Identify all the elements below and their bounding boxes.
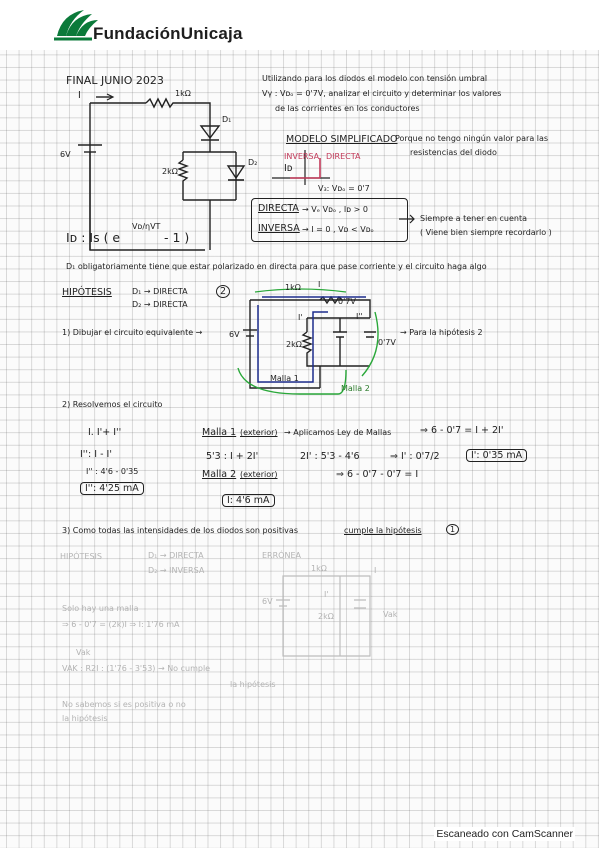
conditions-box	[251, 198, 408, 242]
faint-line-2: ⇒ 6 - 0'7 = (2k)I ⇒ I: 1'76 mA	[62, 620, 180, 629]
faint-line-5: la hipótesis	[230, 680, 276, 689]
model-inversa-label: INVERSA	[284, 152, 320, 161]
d1-label: D₁	[222, 115, 232, 124]
faint-source: 6V	[262, 597, 273, 606]
faint-r1: 1kΩ	[311, 564, 327, 573]
source-label: 6V	[60, 150, 71, 159]
step1-v1: 0'7V	[338, 297, 356, 306]
step3-number: 1	[446, 524, 460, 535]
step1-text: 1) Dibujar el circuito equivalente →	[62, 328, 203, 337]
step2-result-I: I: 4'6 mA	[222, 494, 275, 507]
faint-d2: D₂ → INVERSA	[148, 566, 205, 575]
brand-name: FundaciónUnicaja	[93, 24, 243, 43]
model-axis-label: Iᴅ	[284, 163, 293, 174]
hypothesis-number: 2	[216, 285, 231, 298]
faint-vak: Vak	[383, 610, 398, 619]
faint-erronea: ERRÓNEA	[262, 551, 301, 560]
model-note-2: resistencias del diodo	[410, 148, 497, 157]
intro-line-2: Vγ : Vᴅₒ = 0'7V, analizar el circuito y …	[262, 89, 502, 98]
hypothesis-d2: D₂ → DIRECTA	[132, 300, 188, 309]
step2-malla2: Malla 2	[202, 469, 237, 480]
step1-v2: 0'7V	[378, 338, 396, 347]
inversa-condition: → I = 0 , Vᴅ < Vᴅₒ	[302, 225, 374, 234]
step1-malla1: Malla 1	[270, 374, 299, 383]
faint-hypothesis: HIPÓTESIS	[60, 552, 102, 561]
step3-text: 3) Como todas las intensidades de los di…	[62, 526, 298, 535]
conditions-note-2: ( Viene bien siempre recordarlo )	[420, 228, 552, 237]
intro-line-3: de las corrientes en los conductores	[275, 104, 420, 113]
faint-i: I	[374, 566, 377, 575]
d1-statement: D₁ obligatoriamente tiene que estar pola…	[66, 262, 487, 271]
directa-label: DIRECTA	[258, 203, 299, 214]
hypothesis-d1: D₁ → DIRECTA	[132, 287, 188, 296]
d2-label: D₂	[248, 158, 258, 167]
conditions-note-1: Siempre a tener en cuenta	[420, 214, 528, 223]
step2-eq3: I'' : 4'6 - 0'35	[86, 467, 139, 476]
step2-eq5: 5'3 : I + 2I'	[206, 451, 259, 462]
current-label-I: I	[78, 90, 81, 101]
model-directa-label: DIRECTA	[326, 152, 361, 161]
model-threshold-label: V₃: Vᴅₒ = 0'7	[318, 184, 370, 193]
step2-result-Ipp: I'': 4'25 mA	[80, 482, 144, 495]
faint-line-7: la hipótesis	[62, 714, 108, 723]
diode-formula-end: - 1 )	[164, 230, 190, 245]
step2-eq6: 2I' : 5'3 - 4'6	[300, 451, 360, 462]
step3-cumple: cumple la hipótesis	[344, 526, 422, 535]
step1-malla2: Malla 2	[341, 384, 370, 393]
r2-label: 2kΩ	[162, 167, 178, 176]
step2-eq7: ⇒ I' : 0'7/2	[390, 451, 440, 462]
diode-formula-exponent: Vᴅ/ηVT	[132, 222, 161, 231]
hypothesis-label: HIPÓTESIS	[62, 287, 112, 298]
faint-line-1: Solo hay una malla	[62, 604, 139, 613]
unicaja-logo-icon	[54, 10, 98, 41]
step1-source: 6V	[229, 330, 240, 339]
model-note-1: Porque no tengo ningún valor para las	[395, 134, 549, 143]
step1-r2: 2kΩ	[286, 340, 302, 349]
intro-line-1: Utilizando para los diodos el modelo con…	[262, 74, 488, 83]
model-label: MODELO SIMPLIFICADO	[286, 134, 398, 145]
exam-title: FINAL JUNIO 2023	[66, 74, 164, 87]
faint-r2: 2kΩ	[318, 612, 334, 621]
step2-malla1: Malla 1	[202, 427, 237, 438]
step2-eq8: ⇒ 6 - 0'7 - 0'7 = I	[336, 469, 419, 480]
step2-title: 2) Resolvemos el circuito	[62, 400, 163, 409]
step1-after: → Para la hipótesis 2	[400, 328, 483, 337]
step1-current-I: I	[318, 280, 321, 289]
step2-result-Ip: I': 0'35 mA	[466, 449, 528, 462]
step2-apply: → Aplicamos Ley de Mallas	[284, 428, 392, 437]
step1-r1: 1kΩ	[285, 283, 301, 292]
diode-formula: Iᴅ : Is ( e	[66, 230, 121, 245]
faint-line-6: No sabemos si es positiva o no	[62, 700, 186, 709]
faint-line-3: Vak	[76, 648, 91, 657]
step2-eq2: I'': I - I'	[80, 449, 112, 460]
step2-malla2-note: (exterior)	[240, 470, 278, 479]
step2-malla1-note: (exterior)	[240, 428, 278, 437]
scanner-watermark: Escaneado con CamScanner	[434, 827, 575, 841]
step2-eq1: I. I'+ I''	[88, 427, 122, 438]
step1-current-Ip: I'	[298, 313, 303, 322]
header: FundaciónUnicaja	[0, 0, 599, 50]
step2-eq4: ⇒ 6 - 0'7 = I + 2I'	[420, 425, 504, 436]
faint-ip: I'	[324, 590, 329, 599]
faint-d1: D₁ → DIRECTA	[148, 551, 204, 560]
r1-label: 1kΩ	[175, 89, 191, 98]
faint-line-4: VAK : R2I : (1'76 - 3'53) → No cumple	[62, 664, 211, 673]
step1-current-Ipp: I''	[356, 312, 363, 321]
directa-condition: → Vₑ Vᴅₒ , Iᴅ > 0	[302, 205, 368, 214]
inversa-label: INVERSA	[258, 223, 300, 234]
